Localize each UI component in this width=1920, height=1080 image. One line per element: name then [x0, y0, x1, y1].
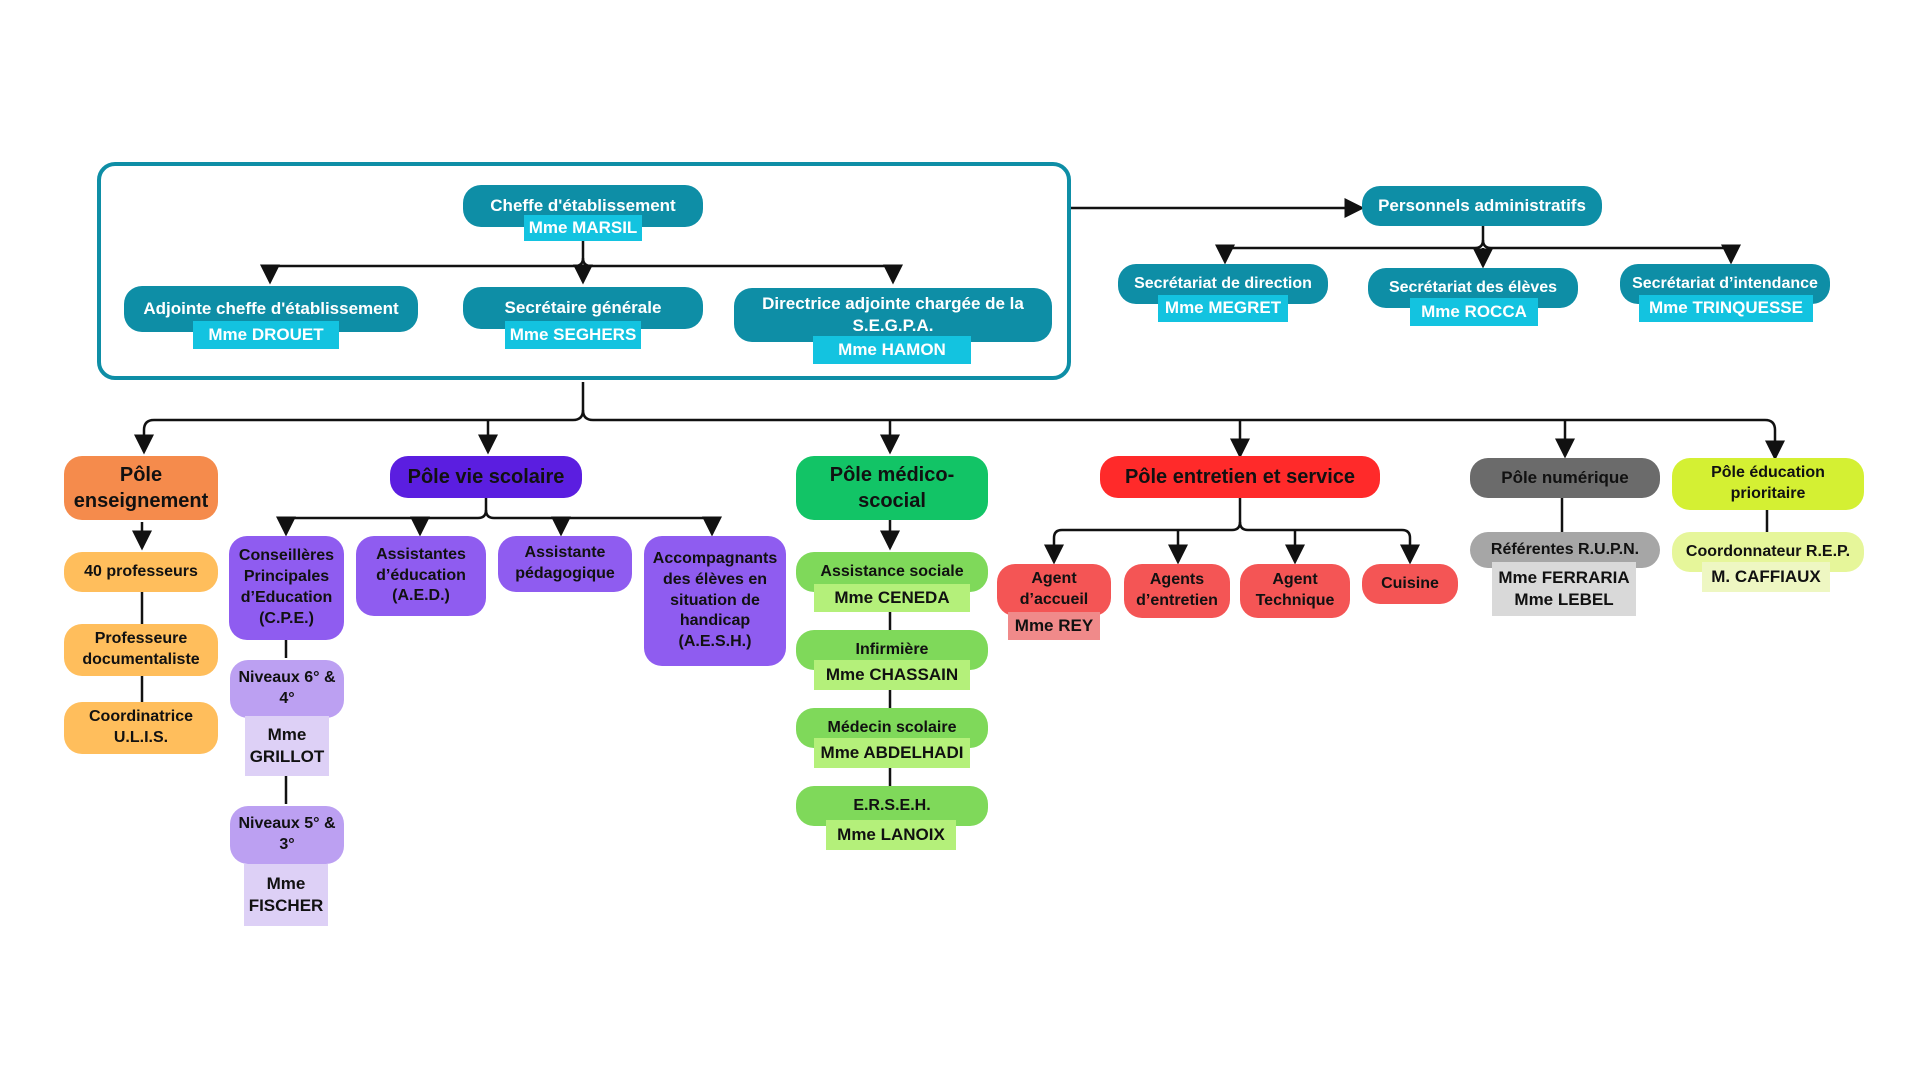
pole-entretien-title: Pôle entretien et service	[1124, 466, 1356, 488]
assistance-sociale-title: Assistance sociale	[820, 562, 964, 580]
secretariat-direction-title: Secrétariat de direction	[1134, 274, 1312, 292]
personnels-administratifs-box[interactable]: Personnels administratifs	[1362, 186, 1602, 226]
cpe-box[interactable]: Conseillères Principales d’Education (C.…	[229, 536, 344, 640]
cuisine-box[interactable]: Cuisine	[1362, 564, 1458, 604]
pole-vie-scolaire-title: Pôle vie scolaire	[407, 466, 565, 488]
pole-vie-scolaire-box[interactable]: Pôle vie scolaire	[390, 456, 582, 498]
referente-name-2: Mme LEBEL	[1514, 590, 1614, 609]
infirmiere-name: Mme CHASSAIN	[814, 660, 970, 690]
coordonnateur-rep-title: Coordonnateur R.E.P.	[1685, 542, 1851, 560]
agents-entretien-label: Agents d’entretien	[1136, 571, 1218, 609]
pole-enseignement-title: Pôle enseignement	[73, 464, 209, 512]
erseh-title: E.R.S.E.H.	[853, 796, 931, 814]
secretariat-intendance-title: Secrétariat d’intendance	[1632, 274, 1818, 292]
infirmiere-title: Infirmière	[855, 640, 929, 658]
aed-label: Assistantes d’éducation (A.E.D.)	[376, 545, 466, 605]
pole-enseignement-box[interactable]: Pôle enseignement	[64, 456, 218, 520]
niveaux-6-4-box[interactable]: Niveaux 6° & 4°	[230, 660, 344, 718]
directrice-segpa-box[interactable]: Directrice adjointe chargée de la S.E.G.…	[734, 288, 1052, 342]
medecin-scolaire-name: Mme ABDELHADI	[814, 738, 970, 768]
ulis-label: Coordinatrice U.L.I.S.	[88, 708, 193, 746]
agent-accueil-name: Mme REY	[1008, 612, 1100, 640]
professeurs-label: 40 professeurs	[84, 562, 198, 580]
cheffe-etablissement-name: Mme MARSIL	[524, 215, 642, 241]
adjointe-title: Adjointe cheffe d'établissement	[143, 298, 399, 318]
documentaliste-label: Professeure documentaliste	[82, 630, 200, 668]
niveaux-5-3-title: Niveaux 5° & 3°	[238, 815, 336, 853]
directrice-segpa-name: Mme HAMON	[813, 336, 971, 364]
professeurs-box[interactable]: 40 professeurs	[64, 552, 218, 592]
referentes-rupn-title: Référentes R.U.P.N.	[1490, 540, 1640, 558]
niveaux-5-3-box[interactable]: Niveaux 5° & 3°	[230, 806, 344, 864]
erseh-box[interactable]: E.R.S.E.H.	[796, 786, 988, 826]
aed-box[interactable]: Assistantes d’éducation (A.E.D.)	[356, 536, 486, 616]
cpe-label: Conseillères Principales d’Education (C.…	[238, 547, 335, 627]
assistance-sociale-name: Mme CENEDA	[814, 584, 970, 612]
coordonnateur-rep-name: M. CAFFIAUX	[1702, 562, 1830, 592]
cuisine-label: Cuisine	[1381, 574, 1439, 592]
secretaire-generale-title: Secrétaire générale	[504, 297, 662, 317]
ulis-box[interactable]: Coordinatrice U.L.I.S.	[64, 702, 218, 754]
agents-entretien-box[interactable]: Agents d’entretien	[1124, 564, 1230, 618]
agent-technique-box[interactable]: Agent Technique	[1240, 564, 1350, 618]
aesh-box[interactable]: Accompagnants des élèves en situation de…	[644, 536, 786, 666]
documentaliste-box[interactable]: Professeure documentaliste	[64, 624, 218, 676]
pole-medico-social-box[interactable]: Pôle médico-scocial	[796, 456, 988, 520]
direction-frame	[97, 162, 1071, 380]
referentes-rupn-names: Mme FERRARIA Mme LEBEL	[1492, 562, 1636, 616]
medecin-scolaire-title: Médecin scolaire	[827, 718, 957, 736]
assistante-pedagogique-label: Assistante pédagogique	[515, 544, 615, 582]
secretariat-eleves-title: Secrétariat des élèves	[1388, 278, 1558, 296]
secretaire-generale-name: Mme SEGHERS	[505, 321, 641, 349]
pole-entretien-box[interactable]: Pôle entretien et service	[1100, 456, 1380, 498]
erseh-name: Mme LANOIX	[826, 820, 956, 850]
secretariat-intendance-name: Mme TRINQUESSE	[1639, 295, 1813, 322]
niveaux-6-4-title: Niveaux 6° & 4°	[238, 669, 336, 707]
secretariat-direction-name: Mme MEGRET	[1158, 295, 1288, 322]
agent-accueil-title: Agent d’accueil	[1019, 570, 1089, 608]
niveaux-5-3-name: Mme FISCHER	[244, 864, 328, 926]
directrice-segpa-title: Directrice adjointe chargée de la S.E.G.…	[762, 293, 1024, 335]
pole-numerique-box[interactable]: Pôle numérique	[1470, 458, 1660, 498]
pole-medico-social-title: Pôle médico-scocial	[829, 464, 955, 512]
personnels-administratifs-title: Personnels administratifs	[1378, 195, 1586, 215]
agent-accueil-box[interactable]: Agent d’accueil	[997, 564, 1111, 616]
niveaux-6-4-name: Mme GRILLOT	[245, 716, 329, 776]
pole-education-prioritaire-title: Pôle éducation prioritaire	[1711, 464, 1825, 502]
pole-numerique-title: Pôle numérique	[1501, 467, 1629, 487]
aesh-label: Accompagnants des élèves en situation de…	[652, 550, 778, 651]
adjointe-name: Mme DROUET	[193, 321, 339, 349]
cheffe-etablissement-title: Cheffe d'établissement	[490, 195, 676, 215]
secretariat-eleves-name: Mme ROCCA	[1410, 298, 1538, 326]
assistante-pedagogique-box[interactable]: Assistante pédagogique	[498, 536, 632, 592]
agent-technique-label: Agent Technique	[1255, 571, 1335, 609]
pole-education-prioritaire-box[interactable]: Pôle éducation prioritaire	[1672, 458, 1864, 510]
cheffe-etablissement-box[interactable]: Cheffe d'établissement	[463, 185, 703, 227]
referente-name-1: Mme FERRARIA	[1498, 567, 1630, 587]
